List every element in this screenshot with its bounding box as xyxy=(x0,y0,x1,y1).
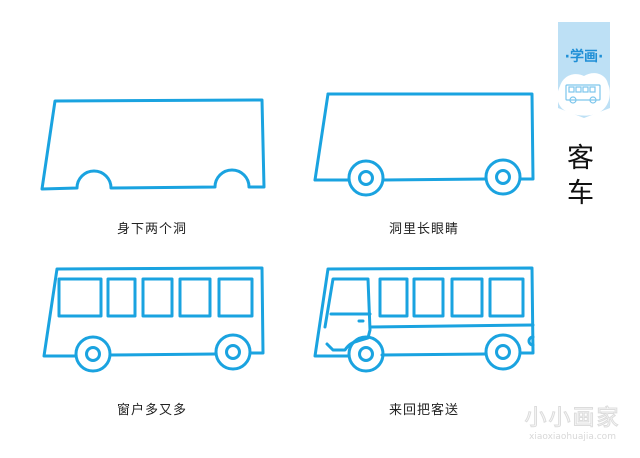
caption-step-2: 洞里长眼睛 xyxy=(389,222,460,237)
badge-label: ·学画· xyxy=(564,49,604,65)
learn-draw-badge: ·学画· xyxy=(556,22,612,118)
caption-step-3: 窗户多又多 xyxy=(117,403,188,418)
watermark-logo: 小小画家 xyxy=(524,406,621,431)
caption-step-1: 身下两个洞 xyxy=(117,222,188,237)
watermark: 小小画家 xiaoxiaohuajia.com xyxy=(510,406,635,442)
bus-step-4 xyxy=(313,266,535,373)
title-char-2: 车 xyxy=(567,178,594,209)
title-char-1: 客 xyxy=(567,143,594,174)
bus-step-1 xyxy=(40,98,266,191)
bus-step-2 xyxy=(313,92,535,197)
caption-step-4: 来回把客送 xyxy=(389,403,460,418)
watermark-url: xiaoxiaohuajia.com xyxy=(529,432,616,442)
bus-step-3 xyxy=(42,266,265,373)
badge-background xyxy=(557,22,610,118)
bus-icon xyxy=(565,84,601,104)
